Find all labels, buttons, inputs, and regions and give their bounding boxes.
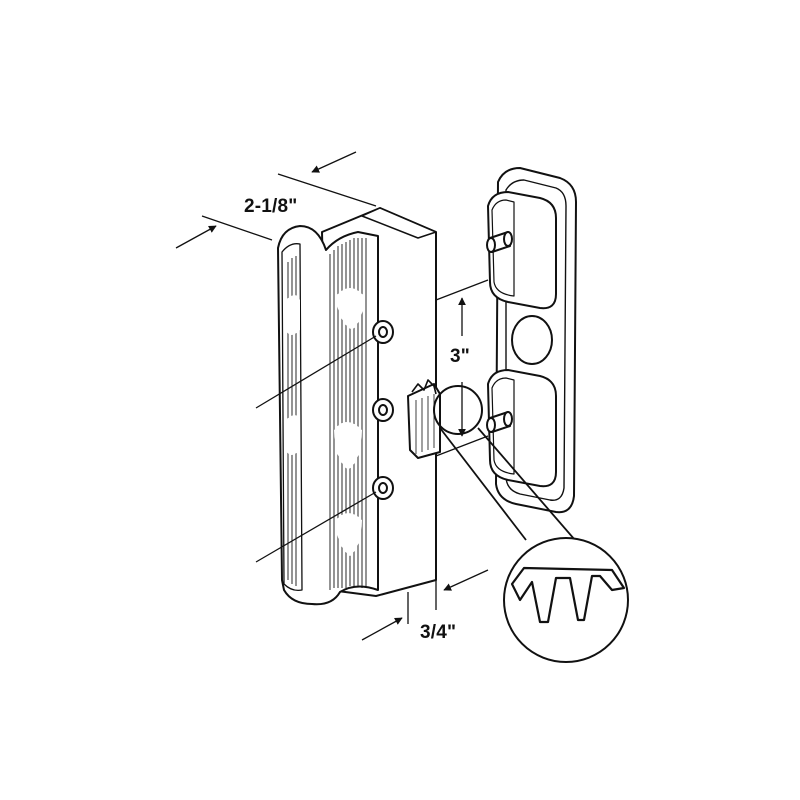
grip-highlight bbox=[334, 288, 364, 556]
depth-dimension-label: 3/4" bbox=[420, 622, 457, 643]
handle-holes bbox=[372, 320, 394, 500]
detail-small-circle bbox=[433, 385, 483, 435]
width-dimension-label: 2-1/8" bbox=[244, 196, 298, 217]
latch-profile-detail bbox=[510, 566, 626, 624]
pin-lower bbox=[486, 411, 513, 433]
pin-upper bbox=[486, 231, 513, 253]
detail-callout bbox=[433, 385, 629, 663]
mounting-plate bbox=[486, 167, 577, 514]
dimension-lines bbox=[175, 151, 489, 641]
detail-magnifier-circle bbox=[503, 537, 629, 663]
height-dimension-label: 3" bbox=[450, 346, 470, 367]
door-handle bbox=[277, 207, 441, 606]
latch-clip bbox=[407, 379, 441, 459]
